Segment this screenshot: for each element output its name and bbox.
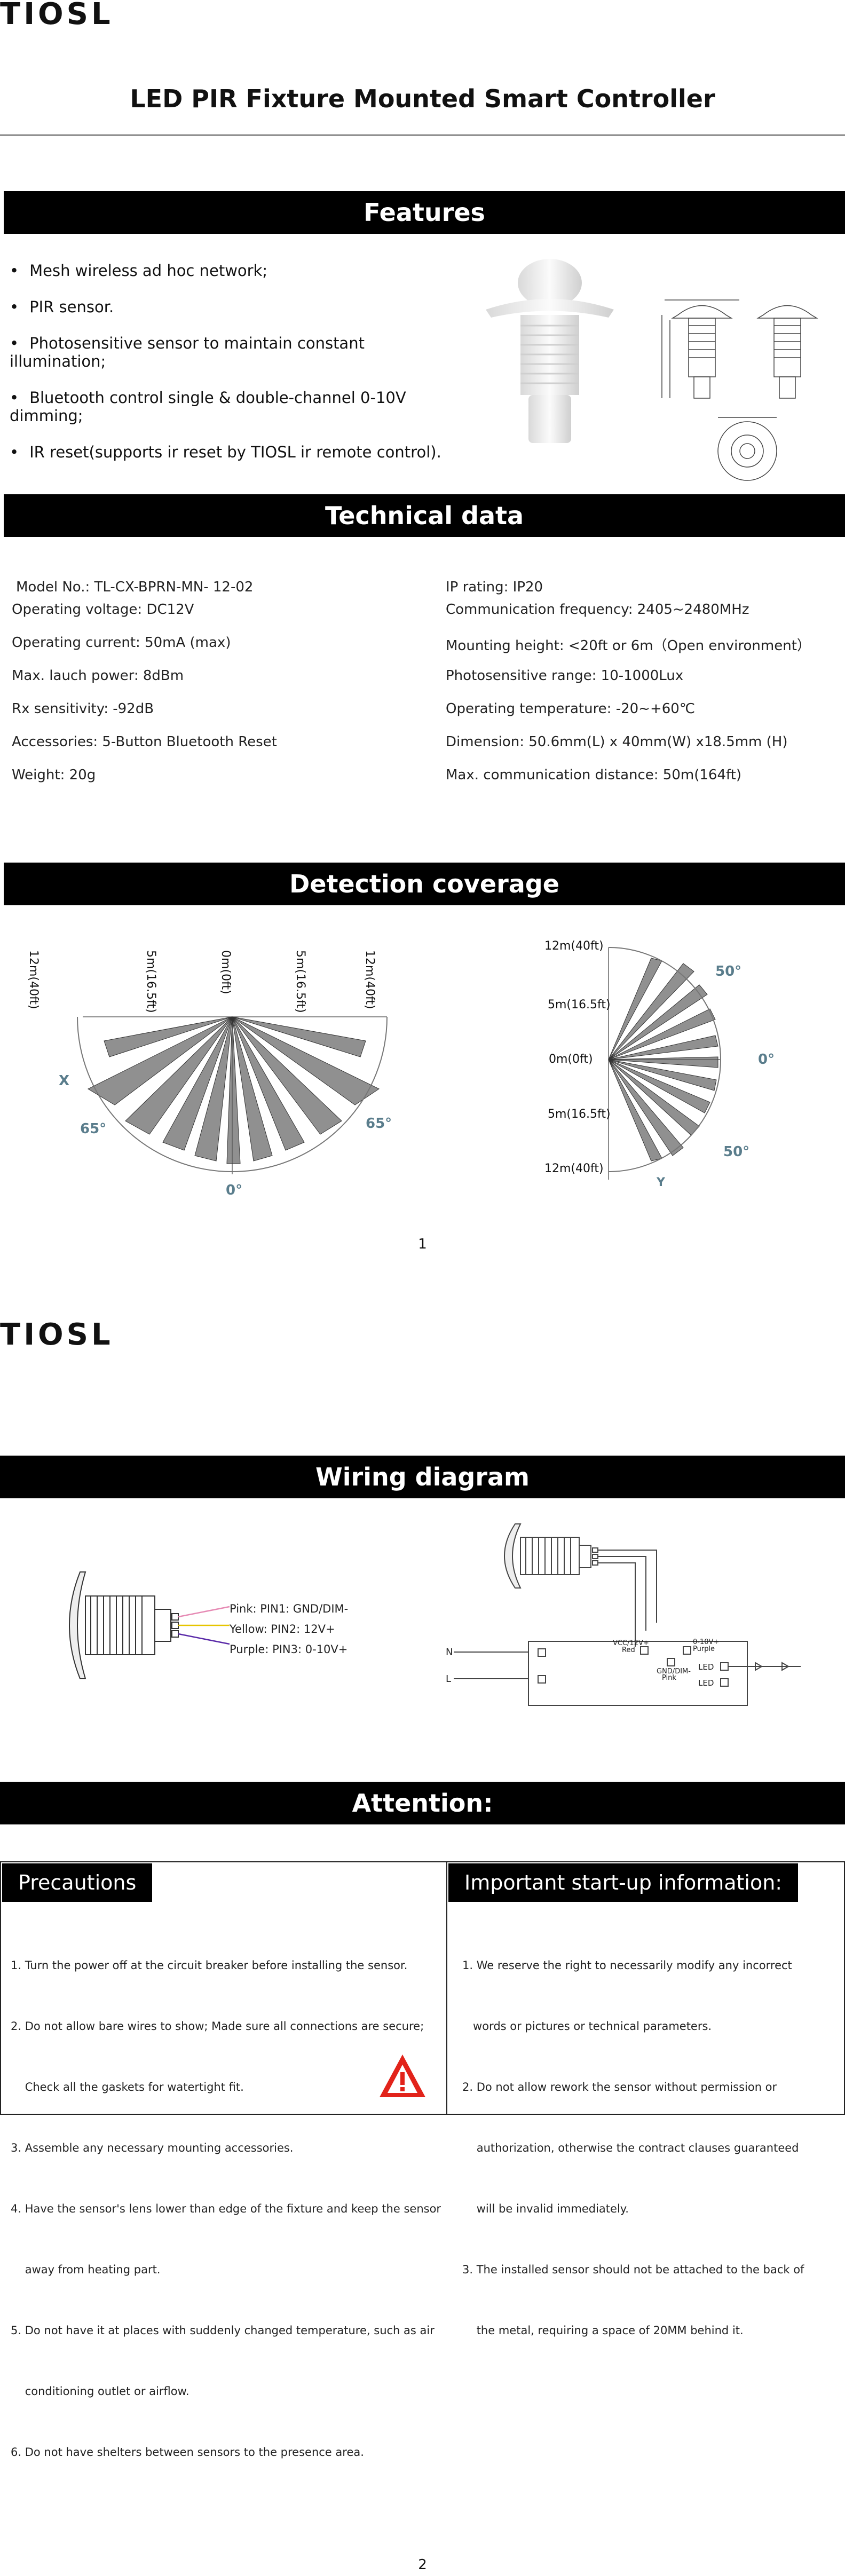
precautions-box: Precautions 1. Turn the power off at the… — [0, 1861, 447, 2459]
tech-left-column: Model No.: TL-CX-BPRN-MN- 12-02 Operatin… — [12, 579, 417, 800]
v010-label: 0-10V+ — [693, 1638, 719, 1646]
startup-item: authorization, otherwise the contract cl… — [462, 2142, 799, 2154]
features-list: Mesh wireless ad hoc network; PIR sensor… — [10, 262, 463, 479]
purple-label: Purple — [693, 1645, 715, 1653]
precaution-item: Check all the gaskets for watertight fit… — [11, 2081, 244, 2093]
feature-item: IR reset(supports ir reset by TIOSL ir r… — [10, 443, 463, 461]
led-label: LED — [698, 1678, 714, 1688]
range-label: 12m(40ft) — [363, 950, 376, 1009]
pink-label: Pink — [662, 1674, 676, 1682]
range-label: 5m(16.5ft) — [144, 950, 157, 1013]
tech-temperature: Operating temperature: -20~+60℃ — [446, 701, 696, 717]
wire-purple-label: Purple: PIN3: 0-10V+ — [230, 1643, 348, 1656]
warning-icon — [380, 2055, 425, 2097]
tech-ip: IP rating: IP20 — [446, 579, 543, 595]
tech-mounting: Mounting height: <20ft or 6m（Open enviro… — [446, 638, 811, 654]
dimension-drawing — [661, 299, 818, 481]
detection-diagram-top: 12m(40ft) 5m(16.5ft) 0m(0ft) 5m(16.5ft) … — [27, 950, 398, 1217]
wire-pink-label: Pink: PIN1: GND/DIM- — [230, 1602, 349, 1615]
features-banner: Features — [4, 191, 845, 234]
tech-current: Operating current: 50mA (max) — [12, 635, 231, 651]
angle-label: 65° — [366, 1116, 392, 1132]
mains-n-label: N — [446, 1647, 453, 1658]
page-number: 2 — [418, 2557, 427, 2573]
startup-list: 1. We reserve the right to necessarily m… — [462, 1915, 844, 2381]
range-label: 5m(16.5ft) — [294, 950, 307, 1013]
startup-box: Important start-up information: 1. We re… — [446, 1861, 845, 2337]
wiring-sensor-left — [69, 1571, 230, 1679]
angle-label: 50° — [723, 1144, 750, 1160]
precaution-item: conditioning outlet or airflow. — [11, 2385, 189, 2398]
feature-item: Bluetooth control single & double-channe… — [10, 389, 463, 425]
tech-distance: Max. communication distance: 50m(164ft) — [446, 767, 742, 783]
detection-diagram-side: 12m(40ft) 5m(16.5ft) 0m(0ft) 5m(16.5ft) … — [544, 939, 801, 1189]
startup-item: 2. Do not allow rework the sensor withou… — [462, 2081, 777, 2093]
detection-banner: Detection coverage — [4, 863, 845, 905]
feature-item: Mesh wireless ad hoc network; — [10, 262, 463, 280]
feature-item: PIR sensor. — [10, 298, 463, 316]
startup-item: the metal, requiring a space of 20MM beh… — [462, 2324, 744, 2337]
precaution-item: 6. Do not have shelters between sensors … — [11, 2446, 364, 2459]
precaution-item: 1. Turn the power off at the circuit bre… — [11, 1959, 408, 1972]
wire-legend: Pink: PIN1: GND/DIM- Yellow: PIN2: 12V+ … — [230, 1599, 348, 1660]
precaution-item: 4. Have the sensor's lens lower than edg… — [11, 2202, 441, 2215]
wire-yellow-label: Yellow: PIN2: 12V+ — [230, 1623, 335, 1635]
logo: TIOSL — [0, 1317, 114, 1352]
mains-l-label: L — [446, 1673, 451, 1685]
led-label: LED — [698, 1662, 714, 1672]
tech-frequency: Communication frequency: 2405~2480MHz — [446, 602, 749, 618]
angle-label: 0° — [226, 1182, 243, 1198]
precautions-list: 1. Turn the power off at the circuit bre… — [11, 1915, 446, 2503]
title-divider — [0, 135, 845, 136]
startup-item: words or pictures or technical parameter… — [462, 2020, 712, 2033]
attention-banner: Attention: — [0, 1782, 845, 1824]
tech-dimension: Dimension: 50.6mm(L) x 40mm(W) x18.5mm (… — [446, 734, 788, 750]
range-label: 12m(40ft) — [27, 950, 40, 1009]
tech-accessories: Accessories: 5-Button Bluetooth Reset — [12, 734, 277, 750]
range-label: 12m(40ft) — [544, 1162, 604, 1175]
tech-model: Model No.: TL-CX-BPRN-MN- 12-02 — [16, 579, 254, 595]
red-label: Red — [622, 1646, 635, 1654]
range-label: 5m(16.5ft) — [548, 998, 611, 1012]
angle-label: 65° — [80, 1121, 107, 1137]
logo: TIOSL — [0, 0, 114, 31]
gnd-label: GND/DIM- — [657, 1668, 691, 1676]
angle-label: 0° — [758, 1052, 775, 1068]
wiring-banner: Wiring diagram — [0, 1456, 845, 1498]
tech-photosensitive: Photosensitive range: 10-1000Lux — [446, 668, 684, 684]
tech-weight: Weight: 20g — [12, 767, 96, 783]
startup-item: will be invalid immediately. — [462, 2202, 629, 2215]
startup-item: 3. The installed sensor should not be at… — [462, 2263, 804, 2276]
precaution-item: 3. Assemble any necessary mounting acces… — [11, 2142, 294, 2154]
range-label: 0m(0ft) — [219, 950, 232, 994]
precautions-title: Precautions — [2, 1863, 153, 1902]
precaution-item: 5. Do not have it at places with suddenl… — [11, 2324, 435, 2337]
startup-item: 1. We reserve the right to necessarily m… — [462, 1959, 792, 1972]
tech-right-column: IP rating: IP20 Communication frequency:… — [446, 579, 843, 800]
page-number: 1 — [418, 1236, 427, 1252]
feature-item: Photosensitive sensor to maintain consta… — [10, 334, 463, 370]
axis-y-label: Y — [657, 1176, 665, 1189]
sensor-product-image — [486, 259, 614, 443]
tech-voltage: Operating voltage: DC12V — [12, 602, 194, 618]
range-label: 0m(0ft) — [549, 1053, 593, 1066]
tech-rx: Rx sensitivity: -92dB — [12, 701, 154, 717]
tech-power: Max. lauch power: 8dBm — [12, 668, 184, 684]
precaution-item: away from heating part. — [11, 2263, 161, 2276]
angle-label: 50° — [715, 963, 742, 979]
wiring-schematic: N L VCC/12V+ Red GND/DIM- Pink 0-10V+ Pu… — [446, 1523, 801, 1706]
precaution-item: 2. Do not allow bare wires to show; Made… — [11, 2020, 424, 2033]
range-label: 5m(16.5ft) — [548, 1108, 611, 1121]
vcc-label: VCC/12V+ — [613, 1639, 649, 1647]
range-label: 12m(40ft) — [544, 939, 604, 953]
startup-title: Important start-up information: — [448, 1863, 799, 1902]
axis-x-label: X — [59, 1073, 70, 1089]
technical-banner: Technical data — [4, 494, 845, 537]
page-title: LED PIR Fixture Mounted Smart Controller — [130, 84, 715, 113]
